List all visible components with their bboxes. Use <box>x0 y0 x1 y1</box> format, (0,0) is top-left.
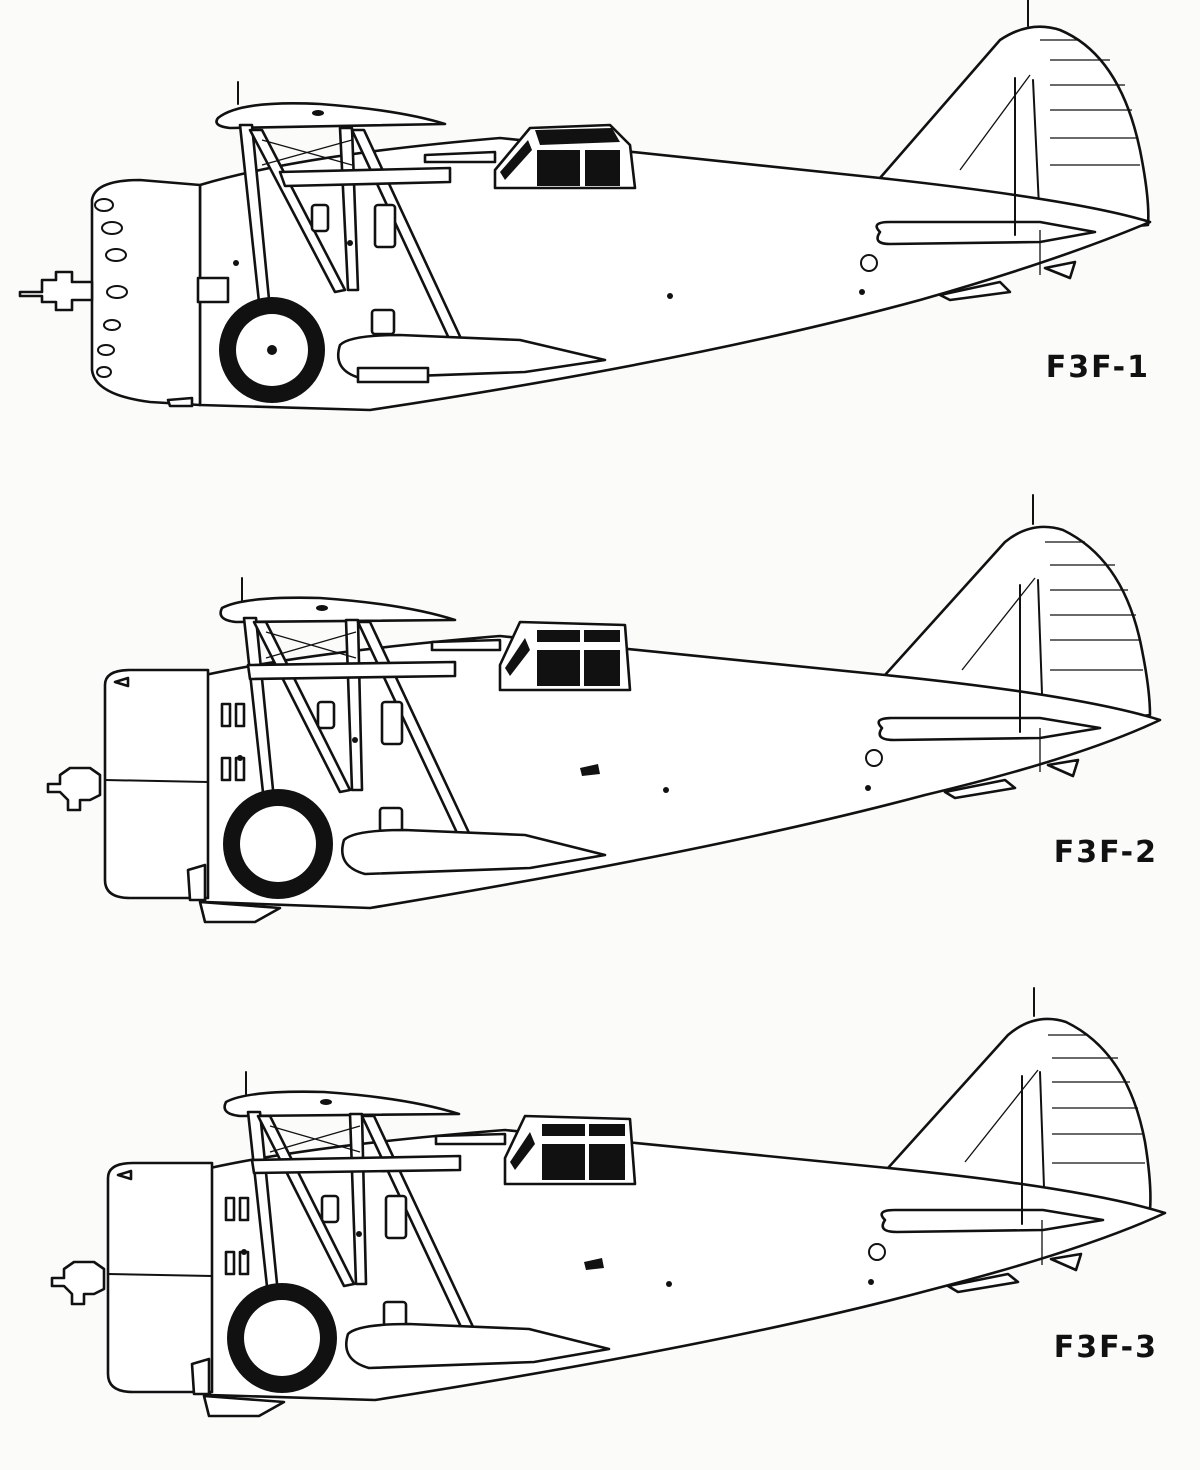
designation-label: F3F-1 <box>1045 350 1150 385</box>
propeller-hub <box>50 1260 106 1306</box>
f3f-1-line-drawing <box>18 0 1152 412</box>
lower-wing <box>341 828 607 876</box>
f3f-3-line-drawing <box>50 987 1167 1418</box>
propeller-hub <box>18 270 94 312</box>
tail-fin <box>886 1017 1152 1224</box>
horizontal-stabilizer <box>880 1208 1105 1234</box>
propeller-hub <box>46 766 102 812</box>
lower-wing <box>345 1322 611 1370</box>
aircraft-view-f3f-1: F3F-1 <box>0 0 1200 490</box>
f3f-2-line-drawing <box>46 494 1162 924</box>
designation-label: F3F-2 <box>1053 835 1158 870</box>
upper-wing <box>223 1090 461 1118</box>
cowling-vents <box>94 198 128 378</box>
engine-cowling <box>106 1161 214 1394</box>
designation-label: F3F-3 <box>1053 1330 1158 1365</box>
aircraft-view-f3f-3: F3F-3 <box>0 980 1200 1470</box>
tail-fin <box>883 525 1152 732</box>
aircraft-view-f3f-2: F3F-2 <box>0 490 1200 980</box>
engine-cowling <box>103 668 210 900</box>
engine-cowling <box>90 178 202 407</box>
upper-wing <box>215 101 447 130</box>
horizontal-stabilizer <box>877 716 1102 742</box>
upper-wing <box>219 596 457 624</box>
